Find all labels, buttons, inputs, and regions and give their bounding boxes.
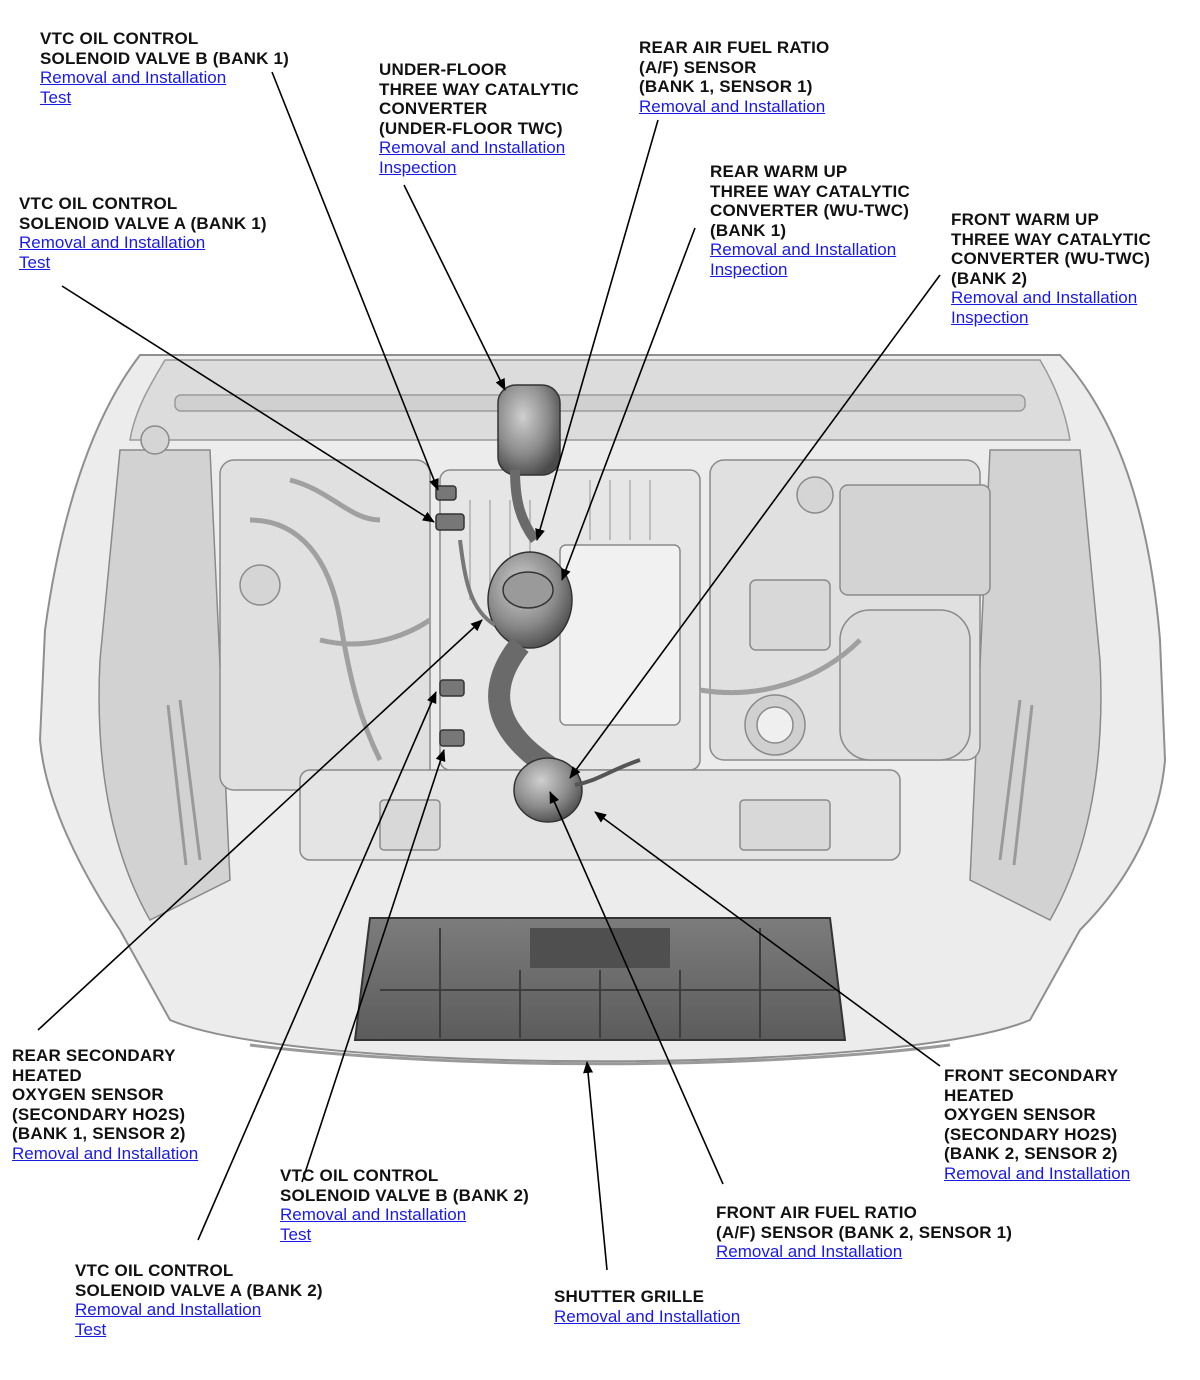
exhaust-system [435,384,641,823]
removal-installation-link[interactable]: Removal and Installation [554,1306,741,1326]
inspection-link[interactable]: Inspection [379,157,457,177]
callout-vtc-a-bank2: VTC OIL CONTROL SOLENOID VALVE A (BANK 2… [75,1261,323,1339]
callout-front-ho2s: FRONT SECONDARY HEATED OXYGEN SENSOR (SE… [944,1066,1130,1183]
callout-vtc-b-bank2: VTC OIL CONTROL SOLENOID VALVE B (BANK 2… [280,1166,529,1244]
leader-lines [37,71,941,1271]
removal-installation-link[interactable]: Removal and Installation [40,68,227,87]
callout-title-line: REAR SECONDARY [12,1046,176,1065]
callout-title-line: HEATED [944,1085,1014,1105]
callout-title-line: HEATED [12,1065,82,1085]
callout-title-line: CONVERTER (WU-TWC) [951,249,1151,268]
removal-installation-link[interactable]: Removal and Installation [379,138,566,157]
callout-title-line: SOLENOID VALVE A (BANK 2) [75,1280,323,1300]
callout-title-line: FRONT AIR FUEL RATIO [716,1203,918,1222]
removal-installation-link[interactable]: Removal and Installation [951,288,1138,307]
leader-shutter-grille [583,1061,608,1271]
hood-panel [129,359,1071,441]
leader-front-af-sensor [549,791,724,1185]
test-link[interactable]: Test [40,87,72,107]
leader-front-wu-twc [569,274,941,779]
callout-rear-af-sensor: REAR AIR FUEL RATIO (A/F) SENSOR (BANK 1… [639,38,830,116]
callout-title-line: (BANK 2, SENSOR 2) [944,1144,1118,1163]
callout-title-line: (A/F) SENSOR [639,57,757,77]
callout-front-wu-twc: FRONT WARM UP THREE WAY CATALYTIC CONVER… [951,210,1151,327]
removal-installation-link[interactable]: Removal and Installation [12,1143,199,1163]
callout-title-line: (BANK 1, SENSOR 2) [12,1124,186,1143]
callout-shutter-grille: SHUTTER GRILLE Removal and Installation [554,1287,740,1326]
shutter-grille [353,917,847,1041]
callout-title-line: CONVERTER (WU-TWC) [710,201,910,220]
callout-title-line: (SECONDARY HO2S) [944,1124,1118,1144]
removal-installation-link[interactable]: Removal and Installation [716,1242,903,1261]
callout-title-line: SOLENOID VALVE A (BANK 1) [19,213,267,233]
callout-title-line: FRONT SECONDARY [944,1066,1119,1085]
removal-installation-link[interactable]: Removal and Installation [75,1300,262,1319]
leader-vtc-a-bank2 [197,691,437,1241]
leader-underfloor-twc [403,184,506,391]
test-link[interactable]: Test [280,1224,312,1244]
callout-title-line: (BANK 1, SENSOR 1) [639,77,813,96]
callout-vtc-a-bank1: VTC OIL CONTROL SOLENOID VALVE A (BANK 1… [19,194,267,272]
callout-title-line: SOLENOID VALVE B (BANK 1) [40,48,289,68]
callout-title-line: OXYGEN SENSOR [944,1105,1096,1124]
removal-installation-link[interactable]: Removal and Installation [944,1163,1131,1183]
callout-title-line: THREE WAY CATALYTIC [951,229,1151,249]
removal-installation-link[interactable]: Removal and Installation [710,240,897,259]
leader-vtc-b-bank1 [271,71,439,491]
leader-front-ho2s [594,811,941,1067]
callout-title-line: SOLENOID VALVE B (BANK 2) [280,1185,529,1205]
leader-rear-wu-twc [561,227,696,581]
fender-aprons [98,449,1102,921]
leader-vtc-b-bank2 [301,749,446,1183]
callout-title-line: (SECONDARY HO2S) [12,1104,186,1124]
front-bumper [249,1043,951,1066]
callout-title-line: THREE WAY CATALYTIC [710,181,910,201]
leader-rear-ho2s [37,619,483,1031]
callout-title-line: VTC OIL CONTROL [75,1261,234,1280]
callout-title-line: VTC OIL CONTROL [40,29,199,48]
callout-title-line: (A/F) SENSOR (BANK 2, SENSOR 1) [716,1222,1013,1242]
callout-rear-wu-twc: REAR WARM UP THREE WAY CATALYTIC CONVERT… [710,162,910,279]
test-link[interactable]: Test [75,1319,107,1339]
callout-title-line: REAR WARM UP [710,162,848,181]
callout-front-af-sensor: FRONT AIR FUEL RATIO (A/F) SENSOR (BANK … [716,1203,1012,1262]
callout-rear-ho2s: REAR SECONDARY HEATED OXYGEN SENSOR (SEC… [12,1046,198,1163]
callout-title-line: (UNDER-FLOOR TWC) [379,118,563,138]
removal-installation-link[interactable]: Removal and Installation [280,1205,467,1224]
callout-title-line: THREE WAY CATALYTIC [379,79,579,99]
callout-title-line: UNDER-FLOOR [379,60,507,79]
inspection-link[interactable]: Inspection [951,307,1029,327]
callout-underfloor-twc: UNDER-FLOOR THREE WAY CATALYTIC CONVERTE… [379,60,579,177]
inspection-link[interactable]: Inspection [710,259,788,279]
callout-vtc-b-bank1: VTC OIL CONTROL SOLENOID VALVE B (BANK 1… [40,29,289,107]
test-link[interactable]: Test [19,252,51,272]
callout-title-line: (BANK 1) [710,220,787,240]
callout-title-line: VTC OIL CONTROL [19,194,178,213]
callout-title-line: REAR AIR FUEL RATIO [639,38,830,57]
leader-vtc-a-bank1 [61,285,435,523]
removal-installation-link[interactable]: Removal and Installation [639,96,826,116]
callout-title-line: FRONT WARM UP [951,210,1100,229]
callout-title-line: CONVERTER [379,99,488,118]
callout-title-line: OXYGEN SENSOR [12,1085,164,1104]
callout-title-line: (BANK 2) [951,268,1028,288]
callout-title-line: SHUTTER GRILLE [554,1287,705,1306]
removal-installation-link[interactable]: Removal and Installation [19,233,206,252]
leader-rear-af-sensor [535,119,659,541]
callout-title-line: VTC OIL CONTROL [280,1166,439,1185]
